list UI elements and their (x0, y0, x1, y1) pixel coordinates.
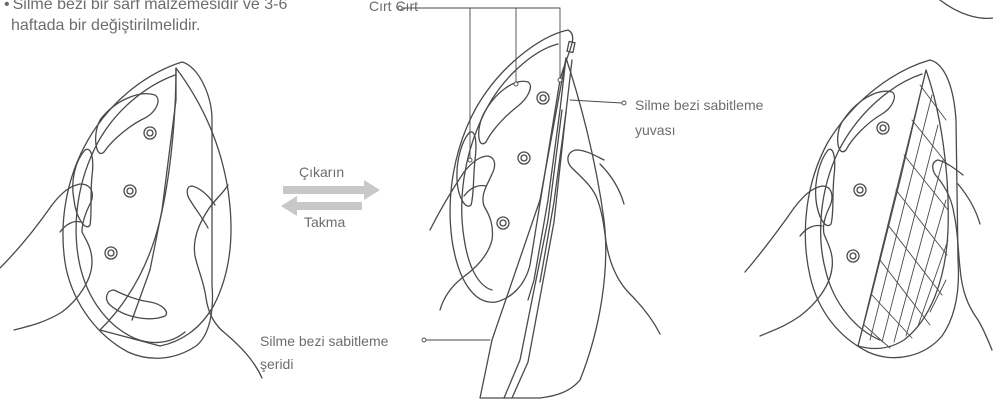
screw-left-3 (105, 247, 117, 259)
hand-right-2-thumb (958, 184, 980, 224)
strip-label-dot (422, 338, 426, 342)
hand-middle-2-thumb (600, 164, 624, 204)
hand-middle-1-finger (464, 185, 486, 196)
screw-middle-3 (497, 217, 509, 229)
screw-right-3-inner (850, 253, 856, 259)
screw-right-3 (847, 250, 859, 262)
hand-right-1-finger (800, 225, 822, 236)
slot-leader (570, 100, 622, 103)
screw-middle-3-inner (500, 220, 506, 226)
leader-lines (398, 6, 626, 342)
corner-curve (940, 0, 993, 18)
screw-middle-1 (537, 92, 549, 104)
pad-left-1 (96, 94, 158, 154)
remove-arrow (283, 180, 380, 200)
hand-middle-2 (568, 150, 660, 334)
screw-middle-1-inner (540, 95, 546, 101)
screw-left-1-inner (147, 130, 153, 136)
middle-mop-illustration (430, 30, 660, 398)
attach-arrow (281, 196, 362, 216)
screw-left-1 (144, 127, 156, 139)
screw-left-3-inner (108, 250, 114, 256)
cloth-middle-strip (504, 110, 562, 398)
mop-plate-middle-inner (462, 44, 558, 290)
slot-label-dot (622, 101, 626, 105)
velcro-point-3 (558, 78, 562, 82)
screw-right-2-inner (857, 187, 863, 193)
screw-middle-2 (518, 152, 530, 164)
pad-right-1 (838, 91, 895, 151)
screw-right-1-inner (880, 125, 886, 131)
cloth-right-grid (858, 70, 948, 348)
mop-plate-right-inner (821, 74, 922, 340)
mop-plate-left (63, 62, 213, 358)
velcro-point-1 (468, 158, 472, 162)
screw-left-2-inner (127, 188, 133, 194)
pad-left-3 (107, 290, 167, 319)
cloth-left-edge (132, 68, 176, 320)
transition-arrows (281, 180, 380, 216)
hand-left-2 (194, 185, 262, 378)
velcro-point-2 (514, 82, 518, 86)
screw-left-2 (124, 185, 136, 197)
screw-middle-2-inner (521, 155, 527, 161)
right-mop-illustration (745, 60, 992, 358)
hand-right-1 (745, 186, 832, 336)
screw-right-1 (877, 122, 889, 134)
velcro-leader (402, 8, 560, 160)
screw-right-2 (854, 184, 866, 196)
left-mop-illustration (0, 62, 262, 378)
mop-plate-left-inner (76, 75, 185, 343)
velcro-label-dot (398, 6, 402, 10)
